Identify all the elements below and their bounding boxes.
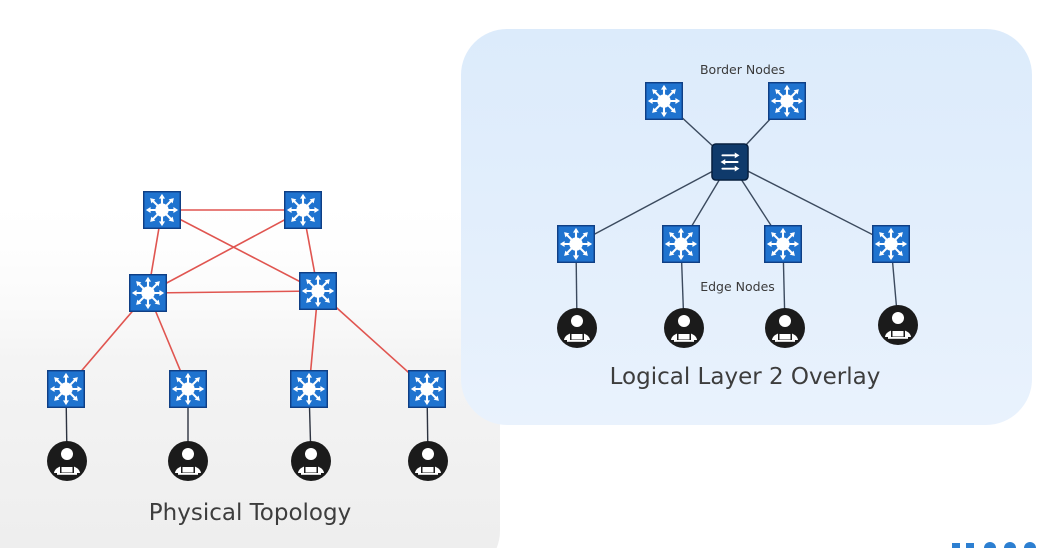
border-nodes-label: Border Nodes	[699, 62, 786, 77]
edge-node-switch-icon	[764, 225, 802, 263]
edge-node-switch-icon	[662, 225, 700, 263]
physical-link	[147, 209, 304, 294]
edge-nodes-label: Edge Nodes	[700, 279, 775, 294]
user-laptop-icon	[168, 441, 208, 481]
logical-overlay-caption: Logical Layer 2 Overlay	[609, 364, 881, 390]
user-laptop-icon	[664, 308, 704, 348]
access-switch-icon	[290, 370, 328, 408]
access-switch-icon	[408, 370, 446, 408]
border-node-switch-icon	[768, 82, 806, 120]
edge-node-switch-icon	[557, 225, 595, 263]
user-laptop-icon	[291, 441, 331, 481]
user-laptop-icon	[765, 308, 805, 348]
user-laptop-icon	[408, 441, 448, 481]
user-laptop-icon	[47, 441, 87, 481]
spine-switch-icon	[143, 191, 181, 229]
user-laptop-icon	[878, 305, 918, 345]
user-laptop-icon	[557, 308, 597, 348]
distribution-switch-icon	[129, 274, 167, 312]
fabric-core-switch-icon	[711, 143, 749, 181]
partial-logo-icon	[952, 542, 1036, 548]
physical-topology-caption: Physical Topology	[148, 500, 352, 526]
border-node-switch-icon	[645, 82, 683, 120]
access-switch-icon	[47, 370, 85, 408]
access-switch-icon	[169, 370, 207, 408]
physical-link	[147, 290, 319, 294]
spine-switch-icon	[284, 191, 322, 229]
edge-node-switch-icon	[872, 225, 910, 263]
physical-link	[161, 209, 319, 292]
distribution-switch-icon	[299, 272, 337, 310]
physical-panel	[0, 185, 500, 548]
